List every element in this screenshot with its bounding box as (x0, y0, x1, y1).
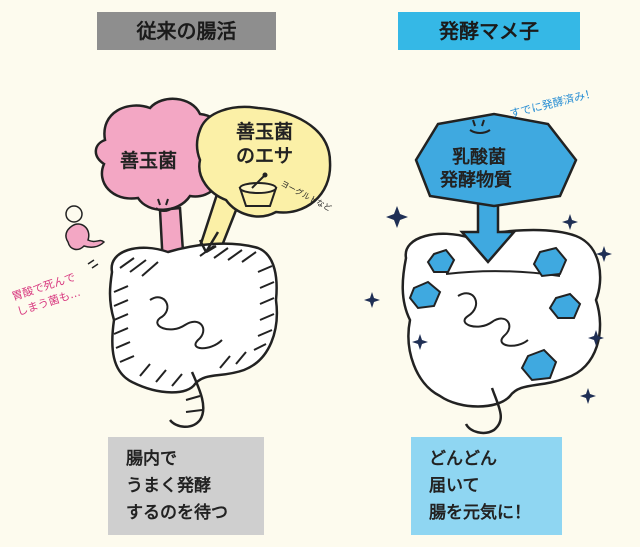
halo-icon (65, 205, 83, 223)
intestine-left-tail (169, 371, 205, 428)
bacteria-icon (548, 292, 582, 319)
left-summary-line: うまく発酵 (126, 476, 211, 496)
right-illustration (364, 112, 612, 435)
left-summary-box: 腸内で うまく発酵 するのを待つ (108, 437, 264, 535)
yellow-bubble-label: 善玉菌 のエサ (236, 120, 293, 168)
pink-face-eyes (157, 198, 169, 206)
pink-face-mouth (155, 207, 173, 212)
hexagon-face-mouth (469, 129, 491, 134)
left-summary-line: 腸内で (126, 449, 177, 469)
intestine-left-folds (113, 245, 275, 413)
right-summary-line: 腸を元気に！ (429, 503, 531, 523)
right-summary-line: 届いて (429, 476, 480, 496)
bacteria-icon (520, 348, 558, 382)
bacteria-icon (408, 280, 442, 310)
yellow-bubble-line1: 善玉菌 (236, 121, 294, 143)
right-summary-box: どんどん 届いて 腸を元気に！ (411, 437, 562, 535)
right-heading: 発酵マメ子 (398, 12, 580, 50)
arrow-down-icon (198, 231, 220, 254)
intestine-left (108, 242, 279, 394)
pink-bubble-label: 善玉菌 (120, 150, 178, 172)
hexagon-line2: 発酵物質 (440, 170, 512, 191)
right-summary-line: どんどん (429, 449, 497, 469)
dead-bacteria-icon (65, 223, 106, 251)
left-heading: 従来の腸活 (97, 12, 276, 50)
intestine-left-inner (149, 296, 223, 350)
bacteria-icon (426, 248, 456, 273)
yellow-bubble-line2: のエサ (236, 145, 294, 167)
left-summary-line: するのを待つ (126, 503, 228, 523)
bacteria-group (408, 246, 582, 382)
left-illustration (65, 97, 332, 428)
intestine-right-inner (457, 292, 529, 347)
hexagon-face-eyes (472, 119, 485, 127)
sparkle-icons (364, 206, 612, 404)
bacteria-icon (532, 246, 568, 278)
hexagon-label: 乳酸菌 発酵物質 (440, 146, 512, 192)
hexagon-bubble (414, 112, 578, 208)
yellow-bubble (195, 105, 332, 218)
hexagon-line1: 乳酸菌 (452, 147, 506, 168)
